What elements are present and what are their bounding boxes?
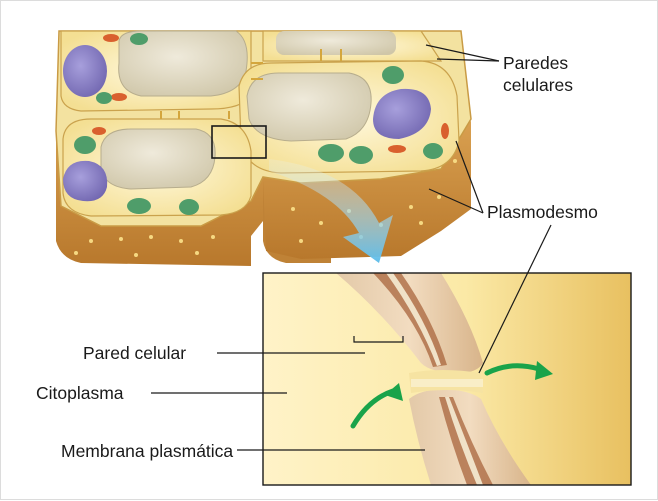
- mitochondrion: [103, 34, 119, 42]
- chloroplast: [423, 143, 443, 159]
- mitochondrion: [92, 127, 106, 135]
- chloroplast: [96, 92, 112, 104]
- chloroplast: [127, 198, 151, 214]
- chloroplast: [74, 136, 96, 154]
- mitochondrion: [441, 123, 449, 139]
- chloroplast: [179, 199, 199, 215]
- vacuole: [276, 31, 396, 55]
- zoomed-view: [263, 273, 631, 485]
- mitochondrion: [111, 93, 127, 101]
- chloroplast: [349, 146, 373, 164]
- plant-tissue-block: [56, 31, 471, 266]
- label-paredes-celulares-line2: celulares: [503, 75, 573, 95]
- label-citoplasma: Citoplasma: [36, 383, 124, 403]
- label-pared-celular: Pared celular: [83, 343, 186, 363]
- label-membrana-plasmatica: Membrana plasmática: [61, 441, 233, 461]
- label-plasmodesmo: Plasmodesmo: [487, 202, 598, 222]
- nucleus: [63, 161, 107, 201]
- chloroplast: [318, 144, 344, 162]
- label-paredes-celulares-line1: Paredes: [503, 53, 568, 73]
- mitochondrion: [388, 145, 406, 153]
- nucleus: [63, 45, 107, 97]
- vacuole: [101, 129, 215, 189]
- chloroplast: [382, 66, 404, 84]
- chloroplast: [130, 33, 148, 45]
